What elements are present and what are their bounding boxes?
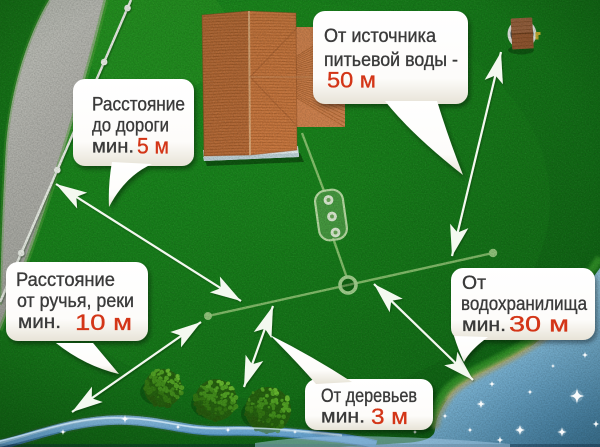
svg-text:От источника: От источника <box>324 26 436 47</box>
svg-text:мин.: мин. <box>462 315 506 336</box>
svg-text:мин.: мин. <box>321 407 365 428</box>
svg-text:30 м: 30 м <box>509 312 569 337</box>
svg-text:50 м: 50 м <box>327 68 376 93</box>
svg-text:10 м: 10 м <box>75 310 132 335</box>
svg-text:От: От <box>462 273 486 294</box>
svg-text:водохранилища: водохранилища <box>461 294 587 315</box>
svg-text:Расстояние: Расстояние <box>92 95 185 116</box>
svg-text:до дороги: до дороги <box>92 116 169 137</box>
svg-text:3 м: 3 м <box>371 404 408 429</box>
svg-text:Расстояние: Расстояние <box>16 270 115 291</box>
svg-text:от ручья, реки: от ручья, реки <box>17 291 134 312</box>
svg-text:питьевой воды -: питьевой воды - <box>324 50 458 71</box>
svg-text:5 м: 5 м <box>137 134 169 159</box>
svg-text:От деревьев: От деревьев <box>321 386 417 407</box>
svg-text:мин.: мин. <box>92 137 134 158</box>
svg-text:мин.: мин. <box>18 312 61 333</box>
